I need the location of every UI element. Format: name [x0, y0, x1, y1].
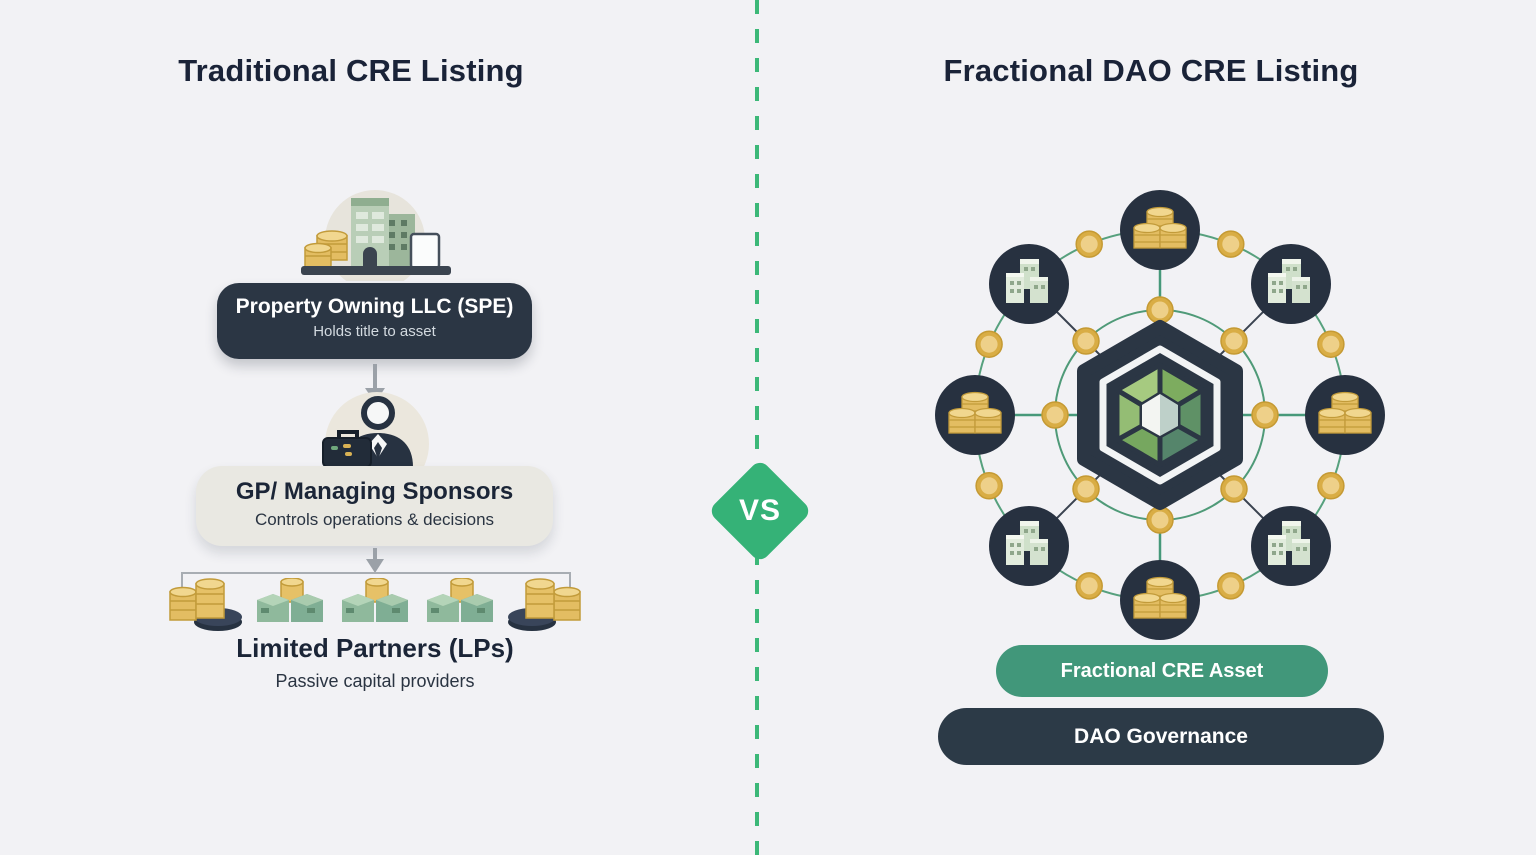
token-coin-icon: [1075, 572, 1103, 600]
dao-governance-pill: DAO Governance: [938, 708, 1384, 765]
fractional-cre-asset-label: Fractional CRE Asset: [1060, 659, 1264, 682]
gp-sponsors-subtitle: Controls operations & decisions: [254, 510, 495, 529]
token-coin-icon: [1317, 330, 1345, 358]
gp-sponsors-title: GP/ Managing Sponsors: [235, 478, 514, 505]
token-coin-icon: [1251, 401, 1279, 429]
network-node-buildings: [989, 244, 1069, 324]
token-coin-icon: [1220, 327, 1248, 355]
vs-label: VS: [738, 494, 782, 527]
divider-dashed-line: [755, 0, 759, 855]
arrow-down-icon: [366, 548, 384, 573]
property-building-icon: [301, 190, 451, 281]
network-node-coins: [1305, 375, 1385, 455]
lp-coins-icon: [508, 578, 581, 631]
network-node-coins: [935, 375, 1015, 455]
token-coin-icon: [1075, 230, 1103, 258]
gp-person-icon: [322, 392, 429, 467]
network-node-buildings: [1251, 506, 1331, 586]
token-coin-icon: [1146, 296, 1174, 324]
property-llc-box: Property Owning LLC (SPE) Holds title to…: [217, 283, 532, 359]
token-coin-icon: [975, 472, 1003, 500]
property-llc-title: Property Owning LLC (SPE): [235, 295, 514, 318]
network-node-buildings: [1251, 244, 1331, 324]
token-coin-icon: [1217, 230, 1245, 258]
token-coin-icon: [1041, 401, 1069, 429]
office-tower-icon: [351, 198, 415, 268]
token-coin-icon: [1146, 506, 1174, 534]
token-coin-icon: [975, 330, 1003, 358]
property-llc-subtitle: Holds title to asset: [313, 323, 436, 340]
vs-diamond: VS: [707, 458, 813, 564]
lp-title: Limited Partners (LPs): [236, 633, 514, 663]
lp-coins-icon: [169, 578, 242, 631]
dao-governance-label: DAO Governance: [1074, 724, 1248, 748]
network-node-coins: [1120, 190, 1200, 270]
gp-sponsors-box: GP/ Managing Sponsors Controls operation…: [196, 466, 553, 546]
dao-network-diagram: [935, 190, 1385, 640]
right-panel-title: Fractional DAO CRE Listing: [943, 53, 1359, 88]
lp-cash-icon: [342, 578, 408, 622]
briefcase-icon: [322, 430, 372, 467]
token-coin-icon: [1217, 572, 1245, 600]
network-node-buildings: [989, 506, 1069, 586]
deed-card-icon: [409, 232, 441, 270]
dao-hexagon-logo: [1077, 320, 1243, 510]
lp-cash-icon: [257, 578, 323, 622]
token-coin-icon: [1072, 475, 1100, 503]
lp-subtitle: Passive capital providers: [275, 671, 475, 691]
distribution-bracket: [181, 572, 571, 587]
fractional-cre-asset-pill: Fractional CRE Asset: [996, 645, 1328, 697]
left-panel-title: Traditional CRE Listing: [178, 53, 524, 88]
token-coin-icon: [1072, 327, 1100, 355]
network-node-coins: [1120, 560, 1200, 640]
token-coin-icon: [1220, 475, 1248, 503]
lp-cash-icon: [427, 578, 493, 622]
token-coin-icon: [1317, 472, 1345, 500]
